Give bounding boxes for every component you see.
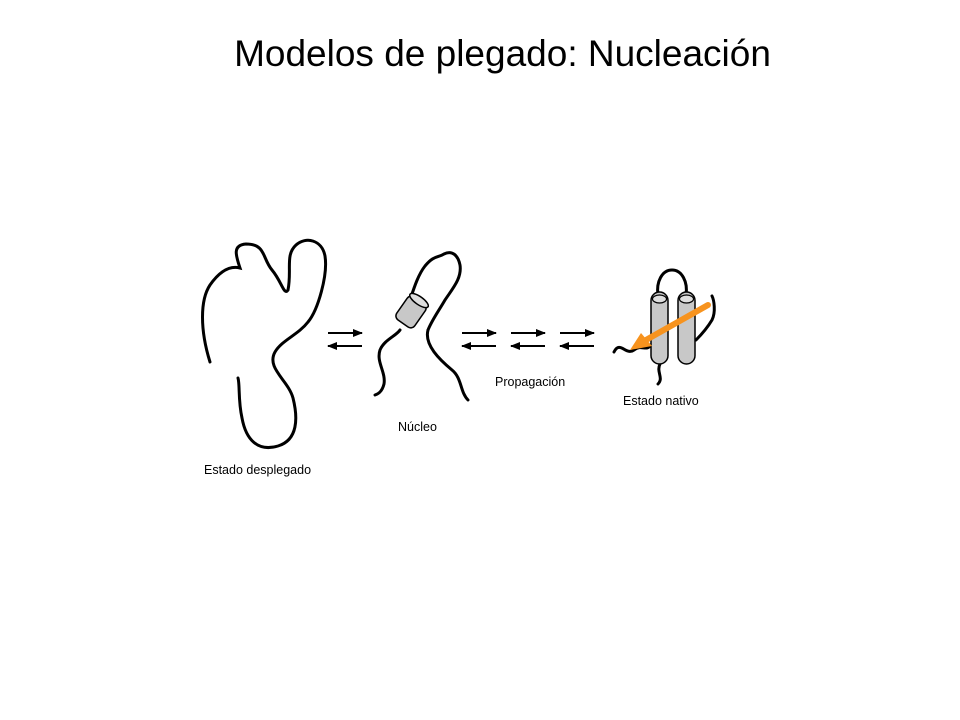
equilibrium-arrows-1 (327, 329, 363, 350)
native-chain-top (656, 268, 688, 297)
native-helix-right (677, 291, 696, 365)
native-chain-bottom (656, 362, 662, 386)
slide-title: Modelos de plegado: Nucleación (234, 33, 771, 74)
native-chain-right (694, 294, 716, 342)
unfolded-chain (201, 238, 328, 449)
label-unfolded-state: Estado desplegado (204, 463, 311, 477)
nucleus-chain-lower-left (373, 328, 402, 397)
highlight-arrow (630, 302, 711, 350)
label-propagation: Propagación (495, 375, 565, 389)
nucleus-chain-lower-right (425, 328, 470, 402)
propagation-arrows (461, 329, 595, 350)
native-chain-left (612, 343, 653, 354)
native-helix-left (650, 291, 669, 365)
nucleus-helix (395, 292, 430, 329)
label-nucleus: Núcleo (398, 420, 437, 434)
label-native-state: Estado nativo (623, 394, 699, 408)
nucleus-chain-upper (408, 251, 462, 332)
